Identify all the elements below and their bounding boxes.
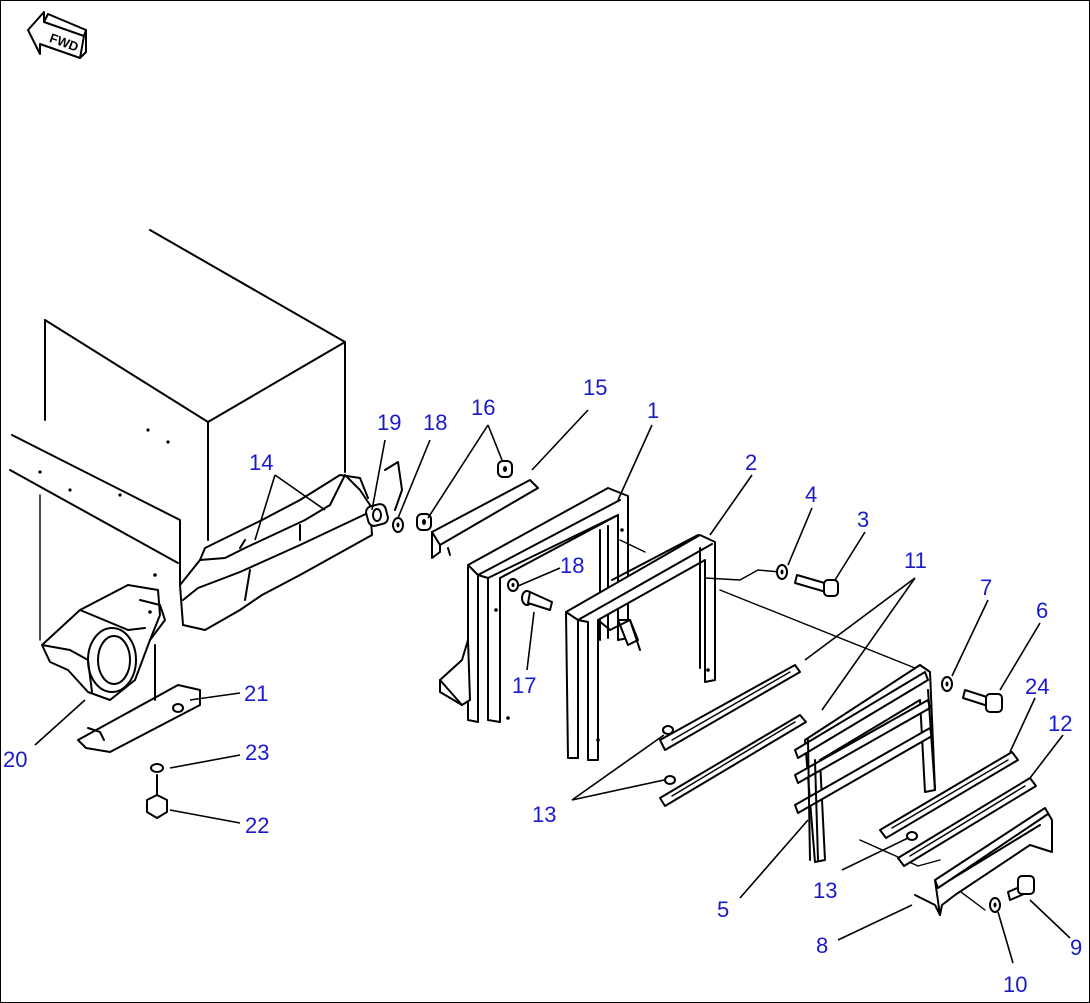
callout-19: 19 xyxy=(377,410,401,435)
callout-18a: 18 xyxy=(423,410,447,435)
seal-strip-24 xyxy=(879,751,1019,839)
plate-21 xyxy=(77,644,201,753)
bolt-6 xyxy=(962,689,1003,713)
callout-1: 1 xyxy=(647,398,659,423)
leader-lines xyxy=(34,409,1071,964)
callout-4: 4 xyxy=(805,482,817,507)
callout-9: 9 xyxy=(1070,935,1082,960)
callout-24: 24 xyxy=(1025,674,1049,699)
bolt-22 xyxy=(146,774,168,819)
washer-4 xyxy=(776,564,788,580)
washer-23 xyxy=(150,763,164,773)
seal-strip-11a xyxy=(659,664,801,751)
washer-10 xyxy=(989,897,1001,913)
callouts: 1 2 3 4 5 6 7 8 9 10 11 12 13 13 14 15 1… xyxy=(3,375,1082,997)
bracket-8 xyxy=(914,807,1053,916)
callout-13b: 13 xyxy=(813,878,837,903)
callout-23: 23 xyxy=(245,740,269,765)
nut-16b xyxy=(497,460,513,478)
bolt-3 xyxy=(794,574,839,597)
frame-2 xyxy=(565,534,716,761)
washer-7 xyxy=(941,676,953,692)
callout-22: 22 xyxy=(245,813,269,838)
plate-15 xyxy=(431,479,539,559)
callout-21: 21 xyxy=(244,681,268,706)
nut-16a xyxy=(416,513,432,531)
washer-13a xyxy=(662,725,674,735)
callout-16: 16 xyxy=(471,395,495,420)
callout-13a: 13 xyxy=(532,802,556,827)
callout-3: 3 xyxy=(857,507,869,532)
callout-7: 7 xyxy=(980,575,992,600)
callout-20: 20 xyxy=(3,747,27,772)
forward-arrow-icon: FWD xyxy=(27,11,87,59)
bolt-17 xyxy=(521,590,553,611)
callout-18b: 18 xyxy=(560,553,584,578)
callout-15: 15 xyxy=(583,375,607,400)
washer-18a xyxy=(392,517,404,533)
callout-2: 2 xyxy=(745,450,757,475)
callout-17: 17 xyxy=(512,673,536,698)
engine-mount-20 xyxy=(41,573,166,701)
callout-11: 11 xyxy=(904,548,927,573)
washer-18b xyxy=(507,578,519,592)
seal-strip-12 xyxy=(897,777,1037,867)
seal-strip-11b xyxy=(659,714,807,807)
callout-10: 10 xyxy=(1003,972,1027,997)
callout-5: 5 xyxy=(717,897,729,922)
support-bracket xyxy=(179,474,373,631)
callout-8: 8 xyxy=(816,933,828,958)
nut-19 xyxy=(365,503,389,527)
callout-12: 12 xyxy=(1048,711,1072,736)
callout-14: 14 xyxy=(249,450,273,475)
callout-6: 6 xyxy=(1036,598,1048,623)
bolt-9 xyxy=(1007,875,1035,901)
frame-5 xyxy=(794,664,936,863)
mount-plate xyxy=(384,461,403,511)
washer-13b xyxy=(664,775,676,785)
radiator-housing xyxy=(9,229,346,641)
washer-13c xyxy=(906,831,918,841)
